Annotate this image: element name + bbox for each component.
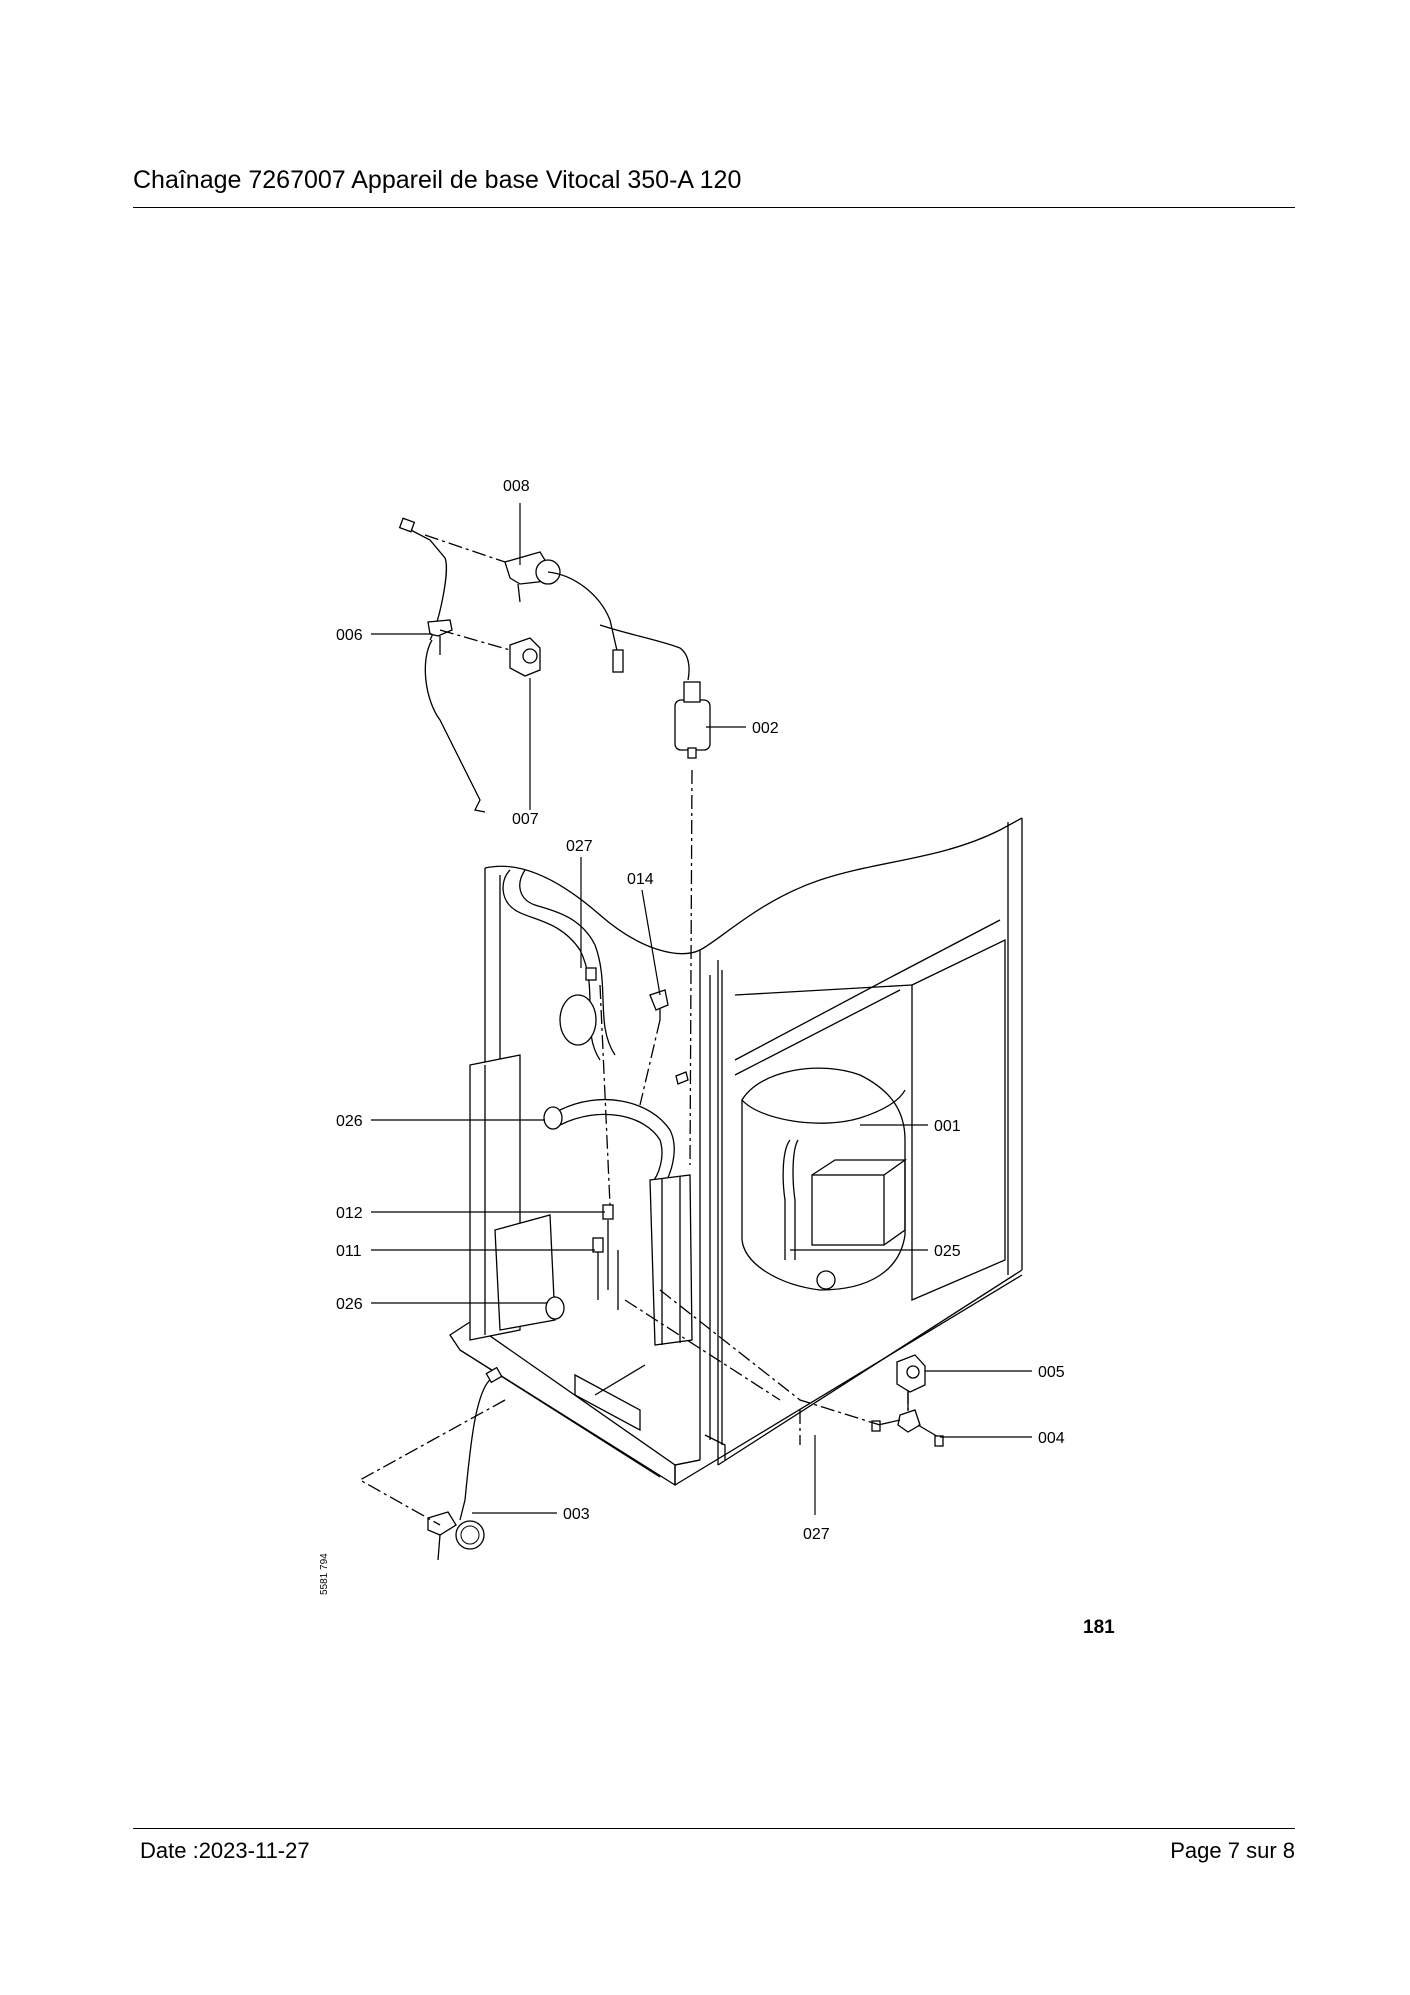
callout-011: 011 <box>336 1243 362 1260</box>
callout-025: 025 <box>934 1243 961 1260</box>
footer-date: Date :2023-11-27 <box>140 1838 310 1863</box>
callout-008: 008 <box>503 478 530 495</box>
callout-labels: 008 006 007 002 027 014 026 001 012 011 … <box>319 478 1115 1638</box>
heat-exchanger-piping <box>469 869 726 1460</box>
page-number: Page 7 sur 8 <box>1170 1838 1295 1863</box>
figure-number: 181 <box>1083 1617 1115 1638</box>
drawing-reference: 5581 794 <box>319 1553 330 1595</box>
callout-leaders <box>371 503 1032 1515</box>
callout-001: 001 <box>934 1118 961 1135</box>
compressor <box>741 1067 908 1291</box>
callout-027-bottom: 027 <box>803 1526 830 1543</box>
callout-012: 012 <box>336 1205 363 1222</box>
assembly-centerlines <box>358 534 909 1526</box>
callout-003: 003 <box>563 1506 590 1523</box>
callout-004: 004 <box>1038 1430 1065 1447</box>
temperature-sensor-assembly <box>427 1366 503 1561</box>
callout-002: 002 <box>752 720 779 737</box>
page-title: Chaînage 7267007 Appareil de base Vitoca… <box>133 166 742 194</box>
callout-014: 014 <box>627 871 654 888</box>
callout-026-upper: 026 <box>336 1113 363 1130</box>
callout-027-top: 027 <box>566 838 593 855</box>
unit-housing <box>449 817 1023 1487</box>
expansion-valve-assembly <box>398 517 711 813</box>
callout-006: 006 <box>336 627 363 644</box>
callout-005: 005 <box>1038 1364 1065 1381</box>
header-divider <box>133 207 1295 208</box>
callout-026-lower: 026 <box>336 1296 363 1313</box>
footer-divider <box>133 1828 1295 1829</box>
callout-007: 007 <box>512 811 539 828</box>
small-fittings <box>585 967 689 1085</box>
